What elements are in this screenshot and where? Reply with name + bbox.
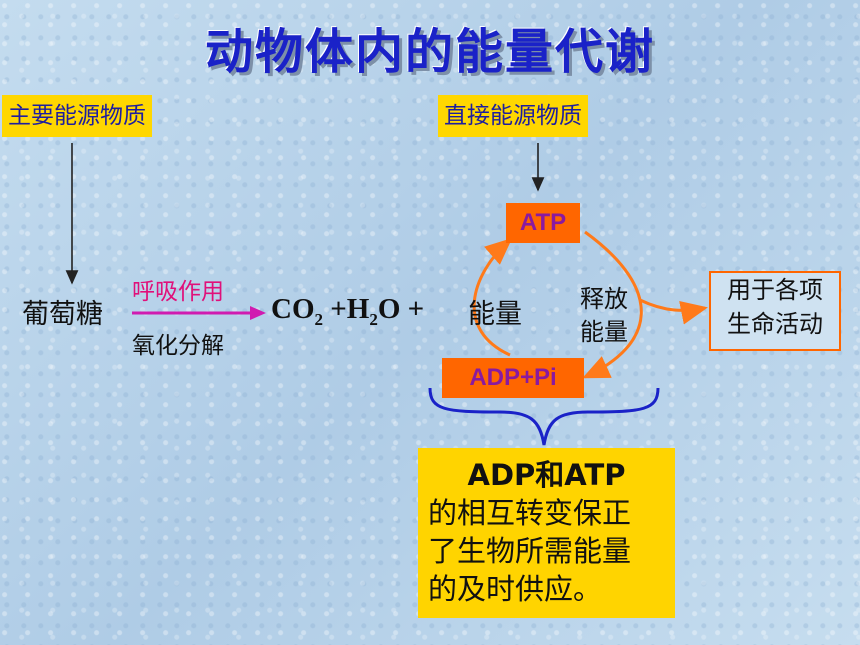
co2-text: CO bbox=[271, 293, 315, 325]
water-o-text: O + bbox=[377, 293, 425, 325]
use-energy-arrow bbox=[639, 298, 708, 325]
note-line-1: ADP和ATP bbox=[467, 458, 626, 492]
summary-note-box: ADP和ATP 的相互转变保正 了生物所需能量 的及时供应。 bbox=[418, 448, 675, 618]
water-subscript: 2 bbox=[369, 309, 378, 329]
adp-pi-node: ADP+Pi bbox=[442, 358, 584, 398]
synthesis-curve-arrow bbox=[472, 238, 513, 357]
direct-energy-label: 直接能源物质 bbox=[438, 95, 588, 137]
life-activities-box: 用于各项 生命活动 bbox=[709, 271, 841, 351]
note-line-3: 了生物所需能量 bbox=[428, 534, 632, 568]
respiration-label: 呼吸作用 bbox=[132, 279, 224, 305]
curly-brace bbox=[428, 387, 660, 446]
co2-subscript: 2 bbox=[314, 309, 324, 329]
life-activities-line-1: 用于各项 bbox=[727, 276, 823, 304]
life-activities-line-2: 生命活动 bbox=[727, 310, 823, 338]
release-label-1: 释放 bbox=[580, 285, 628, 313]
main-energy-label: 主要能源物质 bbox=[2, 95, 152, 137]
oxidation-label: 氧化分解 bbox=[132, 333, 224, 359]
page-title: 动物体内的能量代谢 bbox=[204, 24, 655, 80]
water-h-text: +H bbox=[330, 293, 370, 325]
glucose-label: 葡萄糖 bbox=[22, 299, 103, 330]
energy-label: 能量 bbox=[468, 299, 522, 330]
release-label-2: 能量 bbox=[580, 318, 628, 346]
atp-node: ATP bbox=[506, 203, 580, 243]
note-line-4: 的及时供应。 bbox=[428, 572, 603, 606]
hydrolysis-curve-arrow bbox=[582, 230, 643, 379]
note-line-2: 的相互转变保正 bbox=[428, 496, 632, 530]
respiration-arrow-head bbox=[250, 306, 266, 320]
products-formula: CO2 +H2O + bbox=[271, 293, 424, 330]
